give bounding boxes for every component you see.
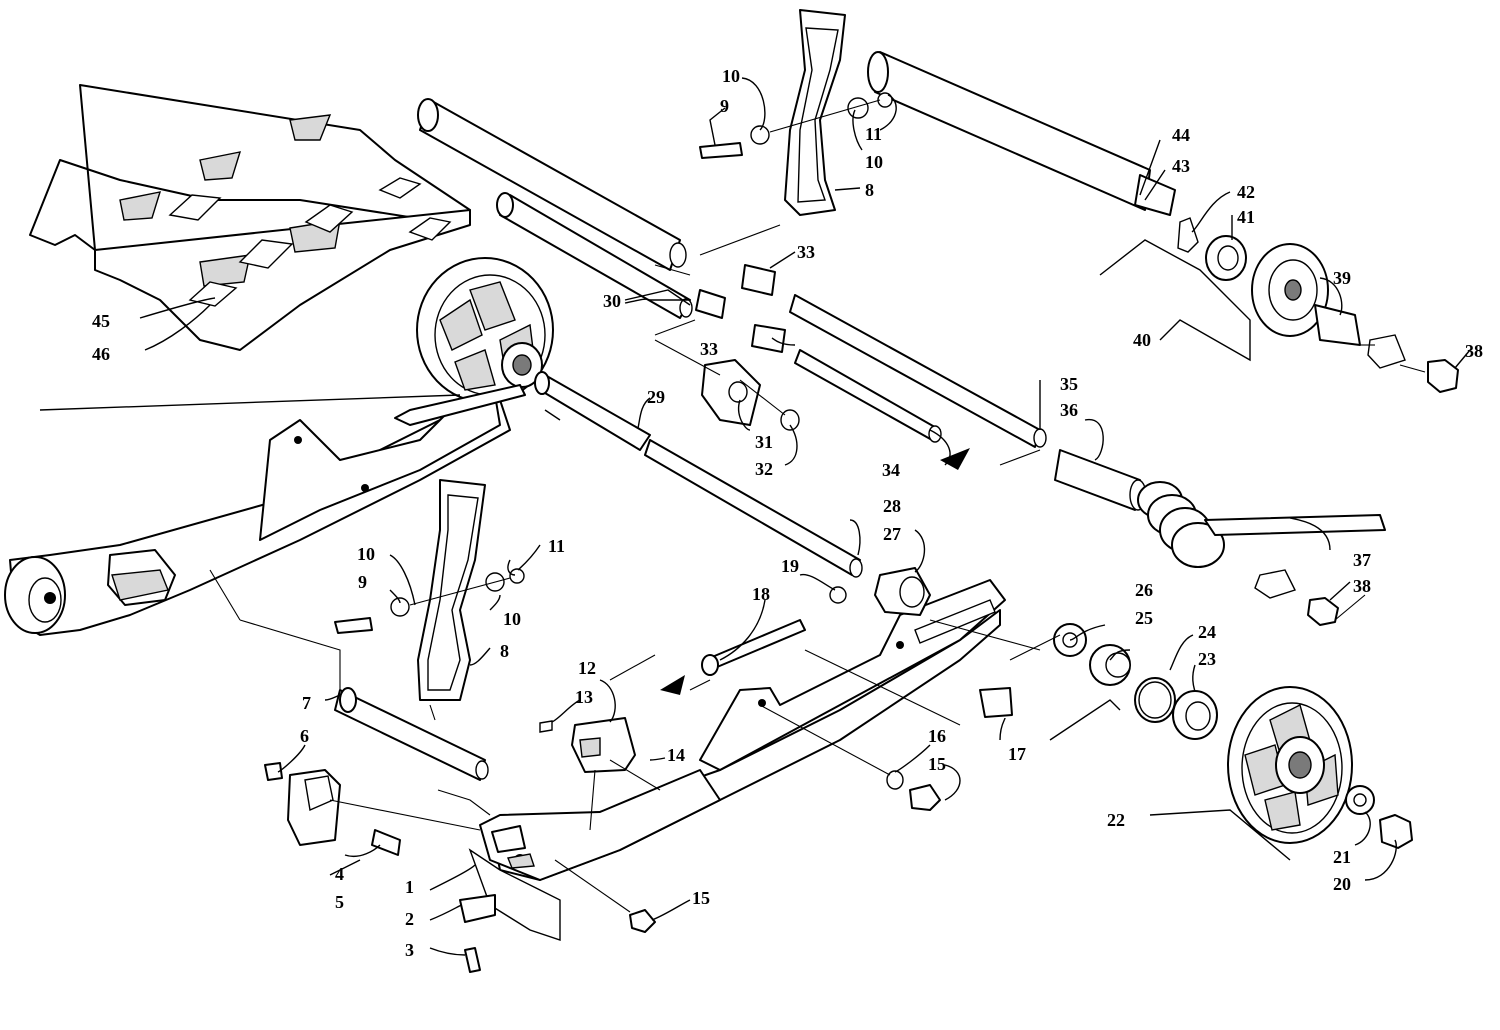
callout-38b: 38 bbox=[1353, 576, 1371, 596]
callout-9a: 9 bbox=[720, 96, 729, 116]
callout-16: 16 bbox=[928, 726, 946, 746]
callout-2: 2 bbox=[405, 909, 414, 929]
callout-4: 4 bbox=[335, 864, 344, 884]
callout-38a: 38 bbox=[1465, 341, 1483, 361]
callout-29: 29 bbox=[647, 387, 665, 407]
callout-32: 32 bbox=[755, 459, 773, 479]
callout-25: 25 bbox=[1135, 608, 1153, 628]
callout-40: 40 bbox=[1133, 330, 1151, 350]
callout-33b: 33 bbox=[700, 339, 718, 359]
callout-37: 37 bbox=[1353, 550, 1371, 570]
callout-41: 41 bbox=[1237, 207, 1255, 227]
callout-30: 30 bbox=[603, 291, 621, 311]
callout-10a: 10 bbox=[722, 66, 740, 86]
callout-9b: 9 bbox=[358, 572, 367, 592]
track-section bbox=[29, 84, 471, 351]
callout-19: 19 bbox=[781, 556, 799, 576]
callout-21: 21 bbox=[1333, 847, 1351, 867]
misc-hardware bbox=[264, 359, 1013, 973]
callout-3: 3 bbox=[405, 940, 414, 960]
callout-11b: 11 bbox=[548, 536, 565, 556]
callout-10c: 10 bbox=[357, 544, 375, 564]
callout-14: 14 bbox=[667, 745, 685, 765]
callout-44: 44 bbox=[1172, 125, 1190, 145]
callout-5: 5 bbox=[335, 892, 344, 912]
callout-8a: 8 bbox=[865, 180, 874, 200]
right-slide-rail bbox=[468, 579, 1006, 941]
callout-labels: 1 2 3 4 5 6 7 8 8 9 9 10 10 10 10 11 11 … bbox=[92, 66, 1483, 960]
callout-31: 31 bbox=[755, 432, 773, 452]
callout-1: 1 bbox=[405, 877, 414, 897]
rear-axle-assembly bbox=[867, 51, 1459, 393]
callout-6: 6 bbox=[300, 726, 309, 746]
callout-28: 28 bbox=[883, 496, 901, 516]
callout-45: 45 bbox=[92, 311, 110, 331]
callout-46: 46 bbox=[92, 344, 110, 364]
callout-26: 26 bbox=[1135, 580, 1153, 600]
callout-12: 12 bbox=[578, 658, 596, 678]
callout-11a: 11 bbox=[865, 124, 882, 144]
callout-22: 22 bbox=[1107, 810, 1125, 830]
callout-8b: 8 bbox=[500, 641, 509, 661]
callout-23: 23 bbox=[1198, 649, 1216, 669]
torsion-spring bbox=[1137, 481, 1386, 626]
callout-35: 35 bbox=[1060, 374, 1078, 394]
callout-27: 27 bbox=[883, 524, 901, 544]
callout-15a: 15 bbox=[928, 754, 946, 774]
callout-13: 13 bbox=[575, 687, 593, 707]
callout-34: 34 bbox=[882, 460, 900, 480]
idler-wheel-assembly bbox=[1053, 623, 1413, 849]
callout-10b: 10 bbox=[865, 152, 883, 172]
callout-42: 42 bbox=[1237, 182, 1255, 202]
left-slide-rail bbox=[4, 384, 526, 636]
callout-7: 7 bbox=[302, 693, 311, 713]
callout-33a: 33 bbox=[797, 242, 815, 262]
callout-17: 17 bbox=[1008, 744, 1026, 764]
rear-idler-wheel-upper bbox=[416, 257, 554, 403]
callout-43: 43 bbox=[1172, 156, 1190, 176]
callout-24: 24 bbox=[1198, 622, 1216, 642]
callout-36: 36 bbox=[1060, 400, 1078, 420]
upper-torque-arm bbox=[699, 9, 893, 216]
lower-torque-arm bbox=[334, 479, 525, 701]
leader-lines bbox=[139, 77, 1471, 956]
callout-39: 39 bbox=[1333, 268, 1351, 288]
callout-10d: 10 bbox=[503, 609, 521, 629]
callout-18: 18 bbox=[752, 584, 770, 604]
callout-20: 20 bbox=[1333, 874, 1351, 894]
cross-shafts bbox=[334, 98, 1147, 781]
callout-15b: 15 bbox=[692, 888, 710, 908]
